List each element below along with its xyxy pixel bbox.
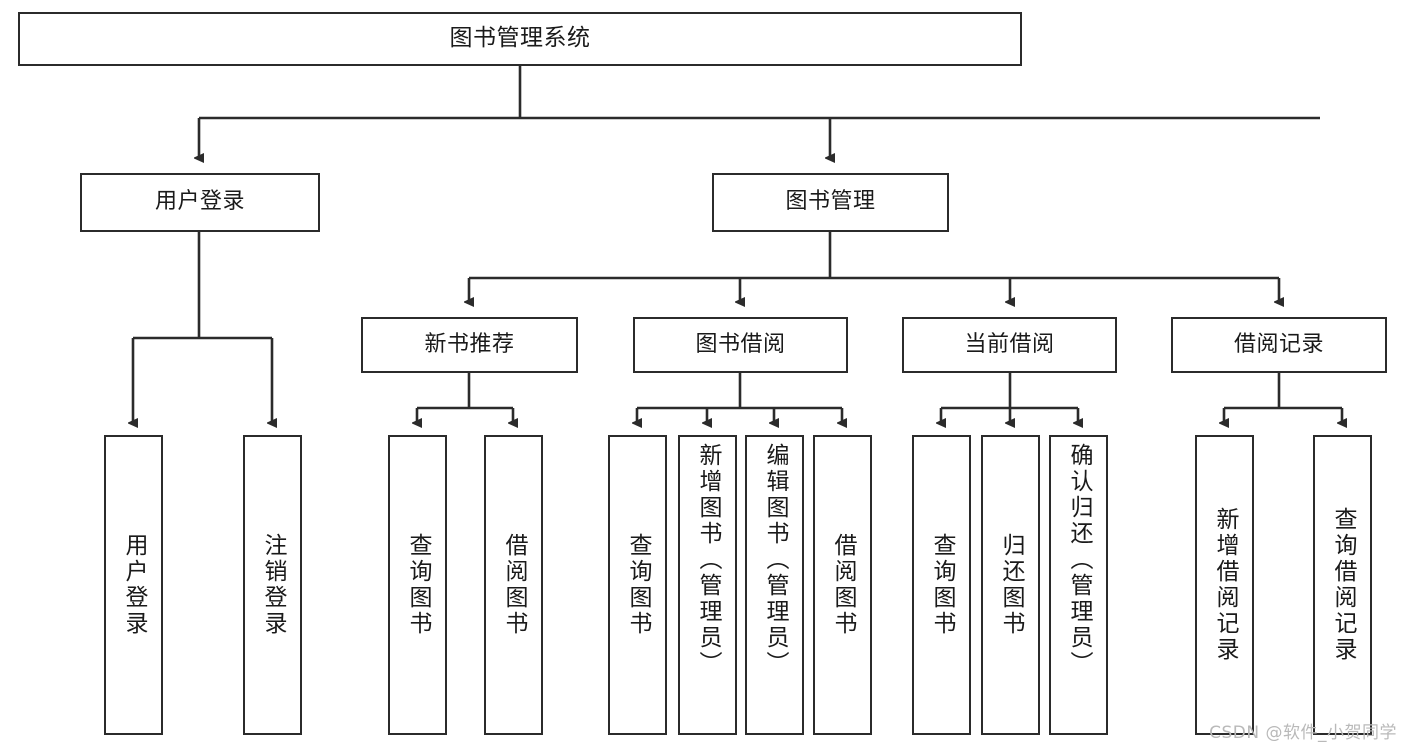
node-label: 归还图书	[998, 533, 1024, 637]
csdn-watermark: CSDN @软件_小贺同学	[1209, 723, 1397, 743]
node-label: 借阅记录	[1233, 331, 1324, 357]
node-label: 图书管理	[785, 189, 876, 215]
leaf-query-book-current[interactable]: 查询图书	[912, 435, 971, 735]
node-label: 查询图书	[625, 533, 651, 637]
node-new-book-recommend[interactable]: 新书推荐	[361, 317, 578, 373]
leaf-user-login[interactable]: 用户登录	[104, 435, 163, 735]
leaf-logout[interactable]: 注销登录	[243, 435, 302, 735]
node-label: 查询图书	[929, 533, 955, 637]
node-current-borrow[interactable]: 当前借阅	[902, 317, 1117, 373]
node-user-login[interactable]: 用户登录	[80, 173, 320, 232]
node-root-system[interactable]: 图书管理系统	[18, 12, 1022, 66]
leaf-add-book-admin[interactable]: 新增图书（管理员）	[678, 435, 737, 735]
node-label: 注销登录	[260, 533, 286, 637]
node-label: 当前借阅	[964, 331, 1055, 357]
leaf-confirm-return-admin[interactable]: 确认归还（管理员）	[1049, 435, 1108, 735]
leaf-borrow-book[interactable]: 借阅图书	[813, 435, 872, 735]
node-label: 用户登录	[121, 533, 147, 637]
node-label: 新增借阅记录	[1212, 507, 1238, 663]
node-book-borrow[interactable]: 图书借阅	[633, 317, 848, 373]
leaf-add-borrow-record[interactable]: 新增借阅记录	[1195, 435, 1254, 735]
leaf-return-book[interactable]: 归还图书	[981, 435, 1040, 735]
leaf-query-borrow-record[interactable]: 查询借阅记录	[1313, 435, 1372, 735]
leaf-query-book-borrow[interactable]: 查询图书	[608, 435, 667, 735]
node-label: 编辑图书（管理员）	[762, 443, 788, 677]
node-label: 查询图书	[405, 533, 431, 637]
node-label: 新增图书（管理员）	[695, 443, 721, 677]
node-label: 新书推荐	[424, 331, 515, 357]
leaf-edit-book-admin[interactable]: 编辑图书（管理员）	[745, 435, 804, 735]
node-label: 用户登录	[154, 189, 245, 215]
leaf-borrow-book-newbook[interactable]: 借阅图书	[484, 435, 543, 735]
node-label: 确认归还（管理员）	[1066, 443, 1092, 677]
node-label: 查询借阅记录	[1330, 507, 1356, 663]
node-book-management[interactable]: 图书管理	[712, 173, 949, 232]
node-label: 借阅图书	[830, 533, 856, 637]
node-borrow-record[interactable]: 借阅记录	[1171, 317, 1387, 373]
node-label: 借阅图书	[501, 533, 527, 637]
node-label: 图书管理系统	[449, 25, 591, 52]
leaf-query-book-newbook[interactable]: 查询图书	[388, 435, 447, 735]
node-label: 图书借阅	[695, 331, 786, 357]
